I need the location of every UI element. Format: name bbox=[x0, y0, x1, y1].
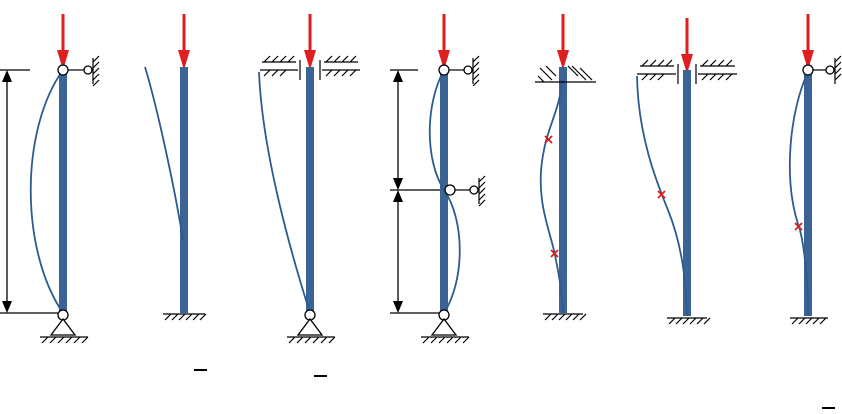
ground-hatch bbox=[791, 317, 827, 325]
buckled-shape bbox=[258, 71, 311, 314]
ceiling-hatch bbox=[537, 65, 593, 83]
case-fixed-guided bbox=[636, 18, 737, 325]
roller-wheel bbox=[83, 65, 93, 75]
buckled-shape bbox=[788, 71, 809, 317]
column bbox=[683, 70, 691, 316]
case-fixed-pinned bbox=[788, 14, 842, 409]
load-arrow bbox=[57, 14, 69, 70]
column bbox=[804, 70, 812, 316]
sliding-guide bbox=[637, 59, 737, 84]
ground-hatch bbox=[41, 336, 89, 344]
case-fixed-sliding bbox=[258, 14, 360, 377]
load-arrow bbox=[438, 14, 450, 70]
case-fixed-fixed bbox=[535, 14, 596, 321]
load-arrow bbox=[557, 14, 569, 70]
load-arrow bbox=[802, 14, 814, 70]
case-pinned-pinned bbox=[0, 14, 100, 344]
pin-support-triangle bbox=[49, 317, 77, 336]
column bbox=[180, 67, 188, 313]
pin-support-triangle bbox=[296, 317, 324, 336]
load-arrow bbox=[178, 14, 190, 70]
wall-hatch bbox=[478, 175, 486, 207]
buckled-shape bbox=[428, 69, 461, 314]
load-arrow bbox=[681, 18, 693, 74]
top-roller-pin bbox=[57, 64, 69, 76]
buckled-shape bbox=[29, 69, 64, 314]
ground-hatch bbox=[164, 313, 207, 321]
wall-hatch bbox=[92, 55, 100, 87]
roller-wheel bbox=[463, 65, 473, 75]
inflection-marker bbox=[794, 222, 803, 231]
top-roller-pin bbox=[438, 64, 450, 76]
sliding-guide bbox=[260, 55, 360, 80]
wall-hatch bbox=[472, 55, 480, 87]
roller-wheel bbox=[825, 65, 835, 75]
case-pinned-with-middle-brace bbox=[390, 14, 486, 344]
ground-hatch bbox=[288, 336, 336, 344]
buckled-shape bbox=[636, 75, 688, 317]
column bbox=[306, 67, 314, 313]
ground-hatch bbox=[668, 317, 711, 325]
top-roller-pin bbox=[802, 64, 814, 76]
pin-support-triangle bbox=[430, 317, 458, 336]
inflection-marker bbox=[544, 135, 553, 144]
roller-wheel bbox=[469, 185, 479, 195]
ground-hatch bbox=[422, 336, 470, 344]
inflection-marker bbox=[657, 190, 666, 199]
column bbox=[559, 67, 567, 313]
ground-hatch bbox=[544, 313, 587, 321]
column bbox=[59, 70, 67, 313]
length-dimension bbox=[390, 69, 445, 314]
middle-roller-pin bbox=[444, 184, 456, 196]
case-fixed-free bbox=[144, 14, 207, 371]
wall-hatch bbox=[834, 55, 842, 81]
length-dimension bbox=[0, 69, 60, 314]
inflection-marker bbox=[550, 249, 559, 258]
buckled-shape bbox=[539, 79, 564, 314]
load-arrow bbox=[304, 14, 316, 70]
buckled-shape bbox=[144, 66, 184, 241]
